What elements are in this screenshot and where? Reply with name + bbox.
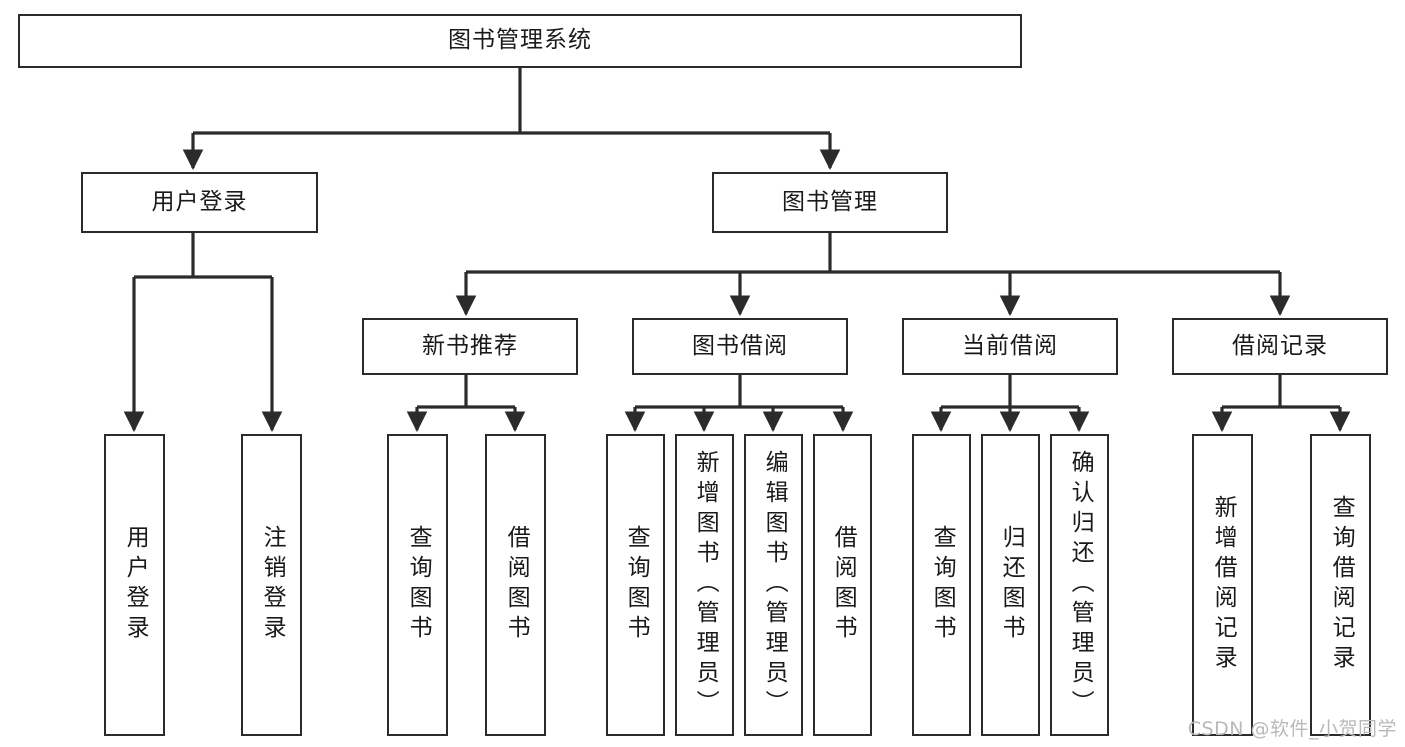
node-leaf-edit-book[interactable]: 编辑图书（管理员）: [744, 434, 803, 736]
node-book-manage[interactable]: 图书管理: [712, 172, 948, 233]
node-current-borrow-label: 当前借阅: [962, 332, 1058, 359]
node-leaf-return-book[interactable]: 归还图书: [981, 434, 1040, 736]
node-leaf-query-book-1[interactable]: 查询图书: [387, 434, 448, 736]
node-leaf-borrow-book-1-label: 借阅图书: [503, 525, 530, 645]
node-borrow-record-label: 借阅记录: [1232, 332, 1328, 359]
node-leaf-query-book-3-label: 查询图书: [929, 525, 956, 645]
node-leaf-borrow-book-2-label: 借阅图书: [830, 525, 857, 645]
node-leaf-user-login-label: 用户登录: [122, 525, 149, 645]
node-leaf-query-book-2[interactable]: 查询图书: [606, 434, 665, 736]
node-book-manage-label: 图书管理: [782, 188, 878, 215]
node-leaf-add-record[interactable]: 新增借阅记录: [1192, 434, 1253, 736]
node-leaf-borrow-book-1[interactable]: 借阅图书: [485, 434, 546, 736]
node-new-book-rec[interactable]: 新书推荐: [362, 318, 578, 375]
node-book-borrow-label: 图书借阅: [692, 332, 788, 359]
node-leaf-confirm-return[interactable]: 确认归还（管理员）: [1050, 434, 1109, 736]
node-current-borrow[interactable]: 当前借阅: [902, 318, 1118, 375]
node-leaf-add-book[interactable]: 新增图书（管理员）: [675, 434, 734, 736]
node-leaf-edit-book-label: 编辑图书（管理员）: [761, 450, 788, 720]
node-leaf-add-book-label: 新增图书（管理员）: [692, 450, 719, 720]
node-leaf-borrow-book-2[interactable]: 借阅图书: [813, 434, 872, 736]
node-leaf-query-book-1-label: 查询图书: [405, 525, 432, 645]
node-leaf-query-book-3[interactable]: 查询图书: [912, 434, 971, 736]
node-borrow-record[interactable]: 借阅记录: [1172, 318, 1388, 375]
node-leaf-query-record[interactable]: 查询借阅记录: [1310, 434, 1371, 736]
node-user-login[interactable]: 用户登录: [81, 172, 318, 233]
node-root[interactable]: 图书管理系统: [18, 14, 1022, 68]
node-leaf-confirm-return-label: 确认归还（管理员）: [1067, 450, 1094, 720]
node-leaf-user-logout[interactable]: 注销登录: [241, 434, 302, 736]
node-leaf-user-logout-label: 注销登录: [259, 525, 286, 645]
node-user-login-label: 用户登录: [151, 188, 248, 215]
node-leaf-return-book-label: 归还图书: [998, 525, 1025, 645]
node-leaf-add-record-label: 新增借阅记录: [1210, 495, 1237, 675]
node-new-book-rec-label: 新书推荐: [422, 332, 518, 359]
node-root-label: 图书管理系统: [448, 27, 592, 54]
node-leaf-query-book-2-label: 查询图书: [623, 525, 650, 645]
node-leaf-query-record-label: 查询借阅记录: [1328, 495, 1355, 675]
node-leaf-user-login[interactable]: 用户登录: [104, 434, 165, 736]
node-book-borrow[interactable]: 图书借阅: [632, 318, 848, 375]
